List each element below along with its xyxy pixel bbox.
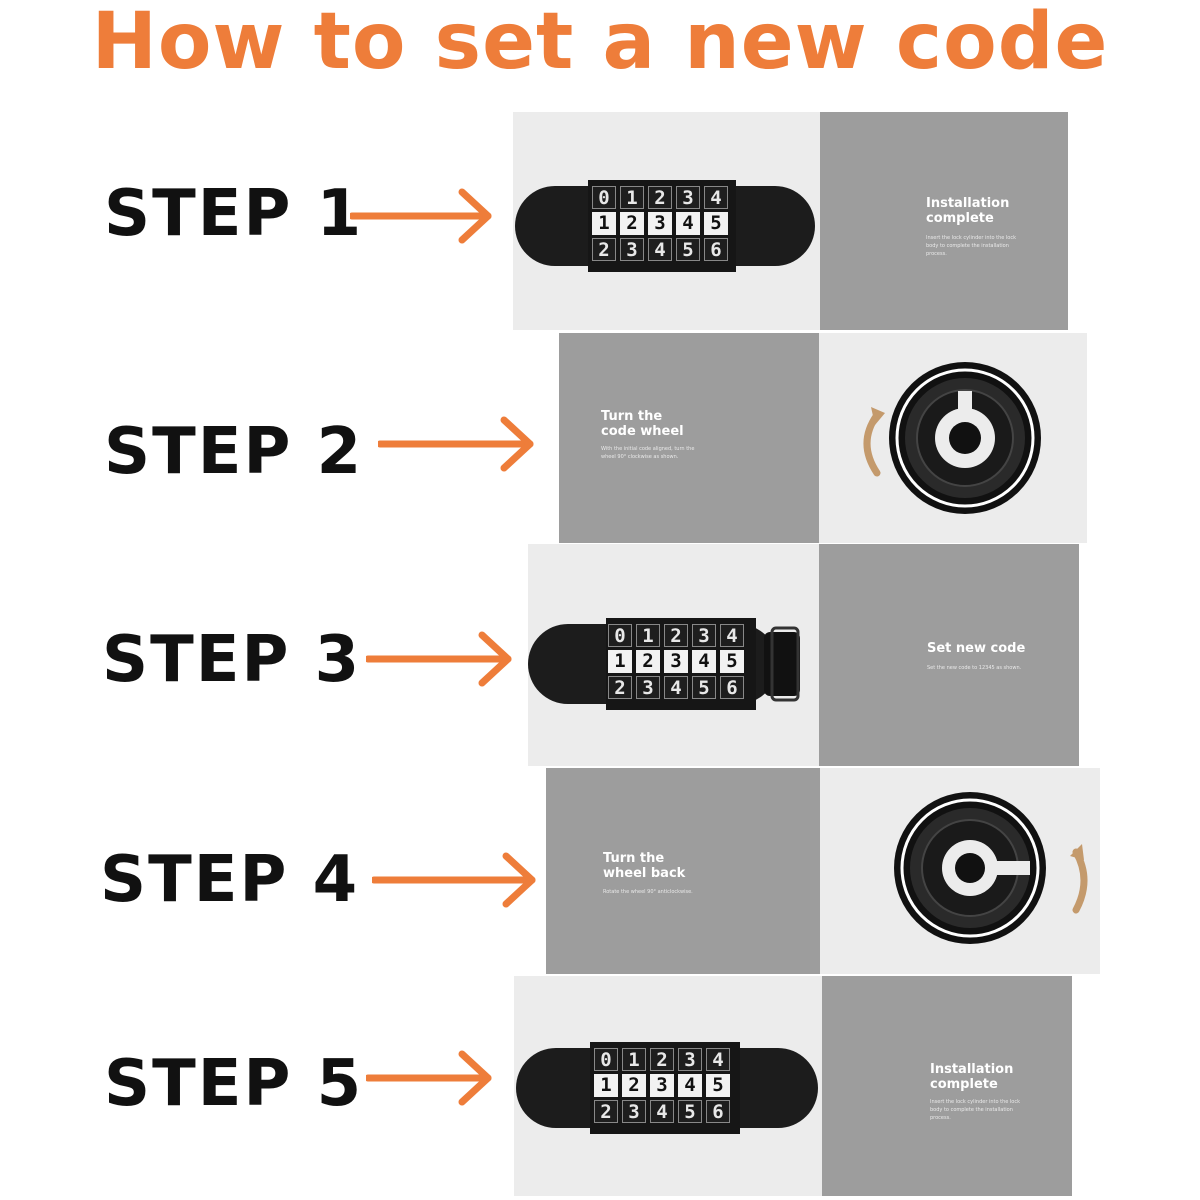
right-arrow-icon bbox=[350, 188, 492, 244]
panel-title: Turn the wheel back bbox=[603, 851, 686, 881]
dial-digit: 3 bbox=[692, 624, 716, 647]
right-arrow-icon bbox=[378, 416, 534, 472]
dial-digit: 3 bbox=[678, 1048, 702, 1071]
step-3-info-panel: Set new code Set the new code to 12345 a… bbox=[819, 544, 1079, 766]
dial-digit: 1 bbox=[592, 212, 616, 235]
dial-digit: 1 bbox=[620, 186, 644, 209]
dial-digit: 4 bbox=[678, 1074, 702, 1097]
dial-digit: 2 bbox=[620, 212, 644, 235]
dial-digit: 1 bbox=[608, 650, 632, 673]
dial-digit: 1 bbox=[622, 1048, 646, 1071]
right-arrow-icon bbox=[372, 852, 536, 908]
step-1-info-panel: Installation complete Insert the lock cy… bbox=[820, 112, 1068, 330]
dial-digit: 5 bbox=[676, 238, 700, 261]
dial-digit: 3 bbox=[676, 186, 700, 209]
dial-digit: 1 bbox=[594, 1074, 618, 1097]
dial-digit: 4 bbox=[692, 650, 716, 673]
curved-rotate-arrow-icon bbox=[1070, 844, 1084, 860]
dial-digit: 3 bbox=[620, 238, 644, 261]
step-4-info-panel: Turn the wheel back Rotate the wheel 90°… bbox=[546, 768, 820, 974]
dial-digit: 2 bbox=[622, 1074, 646, 1097]
dial-digit: 4 bbox=[704, 186, 728, 209]
page-title: How to set a new code bbox=[91, 0, 1109, 87]
dial-digit: 2 bbox=[636, 650, 660, 673]
dial-digit: 5 bbox=[706, 1074, 730, 1097]
dial-digit: 5 bbox=[678, 1100, 702, 1123]
right-arrow-icon bbox=[366, 1050, 492, 1106]
dial-digit: 2 bbox=[664, 624, 688, 647]
panel-text: Set the new code to 12345 as shown. bbox=[927, 665, 1022, 671]
panel-text: Insert the lock cylinder into the lock b… bbox=[930, 1099, 1021, 1121]
dial-digit: 3 bbox=[648, 212, 672, 235]
dial-digit: 2 bbox=[608, 676, 632, 699]
panel-title: Turn the code wheel bbox=[601, 409, 684, 439]
dial-digit: 3 bbox=[664, 650, 688, 673]
step-2-image-panel bbox=[819, 333, 1087, 543]
step-3-label: STEP 3 bbox=[102, 623, 362, 697]
step-2-info-panel: Turn the code wheel With the initial cod… bbox=[559, 333, 819, 543]
curved-rotate-arrow-icon bbox=[871, 407, 885, 425]
dial-digit: 4 bbox=[650, 1100, 674, 1123]
panel-text: Insert the lock cylinder into the lock b… bbox=[926, 235, 1017, 257]
dial-digit: 3 bbox=[650, 1074, 674, 1097]
dial-digit: 1 bbox=[636, 624, 660, 647]
dial-digit: 4 bbox=[664, 676, 688, 699]
dial-digit: 2 bbox=[650, 1048, 674, 1071]
dial-digit: 4 bbox=[648, 238, 672, 261]
dial-digit: 4 bbox=[720, 624, 744, 647]
panel-text: With the initial code aligned, turn the … bbox=[601, 446, 695, 460]
dial-digit: 5 bbox=[692, 676, 716, 699]
dial-digit: 3 bbox=[622, 1100, 646, 1123]
dial-digit: 6 bbox=[706, 1100, 730, 1123]
step-5-info-panel: Installation complete Insert the lock cy… bbox=[822, 976, 1072, 1196]
dial-digit: 5 bbox=[720, 650, 744, 673]
dial-digit: 2 bbox=[648, 186, 672, 209]
step-4-image-panel bbox=[820, 768, 1100, 974]
dial-digit: 2 bbox=[592, 238, 616, 261]
step-1-label: STEP 1 bbox=[104, 177, 364, 251]
dial-digit: 6 bbox=[704, 238, 728, 261]
dial-digit: 5 bbox=[704, 212, 728, 235]
dial-digit: 4 bbox=[676, 212, 700, 235]
dial-digit: 6 bbox=[720, 676, 744, 699]
dial-digit: 0 bbox=[592, 186, 616, 209]
dial-digit: 3 bbox=[636, 676, 660, 699]
panel-title: Installation complete bbox=[930, 1062, 1014, 1092]
step-4-label: STEP 4 bbox=[100, 843, 360, 917]
panel-text: Rotate the wheel 90° anticlockwise. bbox=[603, 889, 693, 895]
dial-digit: 2 bbox=[594, 1100, 618, 1123]
lock-end-view-image bbox=[894, 792, 1088, 944]
dial-digit: 4 bbox=[706, 1048, 730, 1071]
lock-end-view-image bbox=[863, 362, 1041, 514]
dial-digit: 0 bbox=[608, 624, 632, 647]
step-5-label: STEP 5 bbox=[104, 1047, 364, 1121]
dial-digit: 0 bbox=[594, 1048, 618, 1071]
panel-title: Installation complete bbox=[926, 196, 1010, 226]
right-arrow-icon bbox=[366, 631, 512, 687]
panel-title: Set new code bbox=[927, 641, 1026, 656]
step-2-label: STEP 2 bbox=[104, 415, 364, 489]
